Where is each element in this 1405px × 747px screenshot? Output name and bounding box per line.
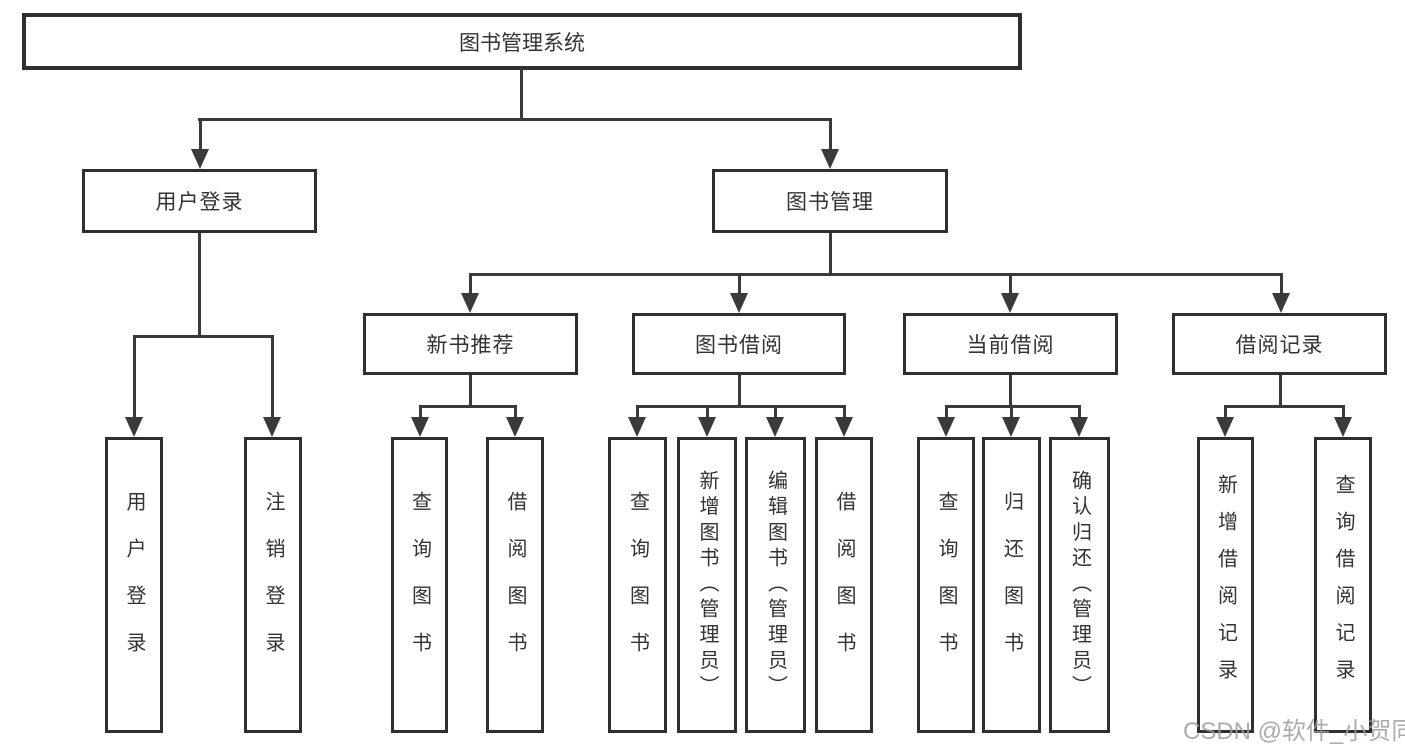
arrow-down-icon bbox=[1002, 417, 1020, 437]
leaf-add-borrow-record: 新增借阅记录 bbox=[1197, 437, 1254, 733]
node-borrow-records-label: 借阅记录 bbox=[1235, 334, 1324, 357]
leaf-borrow-books-1-label: 借阅图书 bbox=[504, 491, 526, 679]
node-current-borrow: 当前借阅 bbox=[903, 313, 1118, 375]
leaf-add-book-admin: 新增图书（管理员） bbox=[677, 437, 737, 733]
arrow-down-icon bbox=[698, 417, 716, 437]
leaf-edit-book-admin: 编辑图书（管理员） bbox=[745, 437, 806, 733]
connector-line bbox=[469, 273, 1282, 276]
node-book-management-label: 图书管理 bbox=[786, 191, 874, 214]
connector-line bbox=[1009, 375, 1012, 407]
node-user-login-label: 用户登录 bbox=[155, 191, 244, 214]
node-book-management: 图书管理 bbox=[712, 169, 948, 233]
connector-line bbox=[1224, 405, 1345, 408]
connector-line bbox=[133, 335, 274, 338]
arrow-down-icon bbox=[821, 149, 839, 169]
leaf-query-borrow-record: 查询借阅记录 bbox=[1314, 437, 1372, 733]
connector-line bbox=[1279, 375, 1282, 407]
connector-line bbox=[945, 405, 948, 419]
leaf-confirm-return-admin-label: 确认归还（管理员） bbox=[1068, 469, 1091, 701]
node-current-borrow-label: 当前借阅 bbox=[966, 334, 1055, 357]
node-new-book-recommend-label: 新书推荐 bbox=[426, 334, 515, 357]
arrow-down-icon bbox=[125, 417, 143, 437]
connector-line bbox=[945, 405, 1081, 408]
leaf-query-books-1: 查询图书 bbox=[391, 437, 448, 733]
leaf-borrow-books-1: 借阅图书 bbox=[486, 437, 544, 733]
leaf-query-borrow-record-label: 查询借阅记录 bbox=[1332, 474, 1354, 696]
arrow-down-icon bbox=[1070, 417, 1088, 437]
connector-line bbox=[1010, 405, 1013, 419]
connector-line bbox=[738, 273, 741, 295]
leaf-add-borrow-record-label: 新增借阅记录 bbox=[1214, 474, 1237, 696]
arrow-down-icon bbox=[937, 417, 955, 437]
connector-line bbox=[738, 375, 741, 407]
connector-line bbox=[198, 118, 832, 121]
connector-line bbox=[829, 118, 832, 152]
leaf-edit-book-admin-label: 编辑图书（管理员） bbox=[764, 469, 787, 701]
node-new-book-recommend: 新书推荐 bbox=[363, 313, 578, 375]
arrow-down-icon bbox=[730, 293, 748, 313]
arrow-down-icon bbox=[1272, 293, 1290, 313]
connector-line bbox=[1078, 405, 1081, 419]
connector-line bbox=[469, 375, 472, 407]
leaf-user-login: 用户登录 bbox=[105, 437, 163, 733]
leaf-user-login-label: 用户登录 bbox=[123, 491, 145, 679]
connector-line bbox=[829, 233, 832, 275]
arrow-down-icon bbox=[1334, 417, 1352, 437]
leaf-query-books-2: 查询图书 bbox=[608, 437, 667, 733]
connector-line bbox=[271, 335, 274, 419]
leaf-return-books: 归还图书 bbox=[982, 437, 1041, 733]
node-root: 图书管理系统 bbox=[22, 13, 1022, 70]
connector-line bbox=[1342, 405, 1345, 419]
leaf-query-books-2-label: 查询图书 bbox=[626, 491, 649, 679]
connector-line bbox=[198, 233, 201, 338]
arrow-down-icon bbox=[766, 417, 784, 437]
connector-line bbox=[774, 405, 777, 419]
connector-line bbox=[636, 405, 639, 419]
connector-line bbox=[520, 68, 523, 121]
connector-line bbox=[1280, 273, 1283, 295]
arrow-down-icon bbox=[411, 417, 429, 437]
leaf-confirm-return-admin: 确认归还（管理员） bbox=[1049, 437, 1110, 733]
leaf-query-books-1-label: 查询图书 bbox=[408, 491, 431, 679]
leaf-borrow-books-2: 借阅图书 bbox=[815, 437, 873, 733]
connector-line bbox=[199, 118, 202, 152]
leaf-query-books-3-label: 查询图书 bbox=[935, 491, 957, 679]
arrow-down-icon bbox=[506, 417, 524, 437]
arrow-down-icon bbox=[263, 417, 281, 437]
arrow-down-icon bbox=[628, 417, 646, 437]
connector-line bbox=[419, 405, 517, 408]
leaf-query-books-3: 查询图书 bbox=[917, 437, 975, 733]
connector-line bbox=[469, 273, 472, 295]
leaf-add-book-admin-label: 新增图书（管理员） bbox=[696, 469, 718, 701]
connector-line bbox=[1224, 405, 1227, 419]
connector-line bbox=[419, 405, 422, 419]
leaf-logout-label: 注销登录 bbox=[262, 491, 284, 679]
arrow-down-icon bbox=[1216, 417, 1234, 437]
connector-line bbox=[706, 405, 709, 419]
node-borrow-records: 借阅记录 bbox=[1172, 313, 1387, 375]
connector-line bbox=[843, 405, 846, 419]
connector-line bbox=[514, 405, 517, 419]
csdn-watermark: CSDN @软件_小贺同学 bbox=[1183, 718, 1405, 745]
node-book-borrow-label: 图书借阅 bbox=[695, 334, 783, 357]
node-root-label: 图书管理系统 bbox=[459, 31, 585, 55]
connector-line bbox=[133, 335, 136, 419]
arrow-down-icon bbox=[835, 417, 853, 437]
arrow-down-icon bbox=[1001, 293, 1019, 313]
node-book-borrow: 图书借阅 bbox=[632, 313, 846, 375]
arrow-down-icon bbox=[461, 293, 479, 313]
leaf-return-books-label: 归还图书 bbox=[1000, 491, 1023, 679]
leaf-logout: 注销登录 bbox=[244, 437, 302, 733]
node-user-login: 用户登录 bbox=[82, 169, 317, 233]
leaf-borrow-books-2-label: 借阅图书 bbox=[833, 491, 855, 679]
connector-line bbox=[636, 405, 846, 408]
connector-line bbox=[1009, 273, 1012, 295]
arrow-down-icon bbox=[191, 149, 209, 169]
